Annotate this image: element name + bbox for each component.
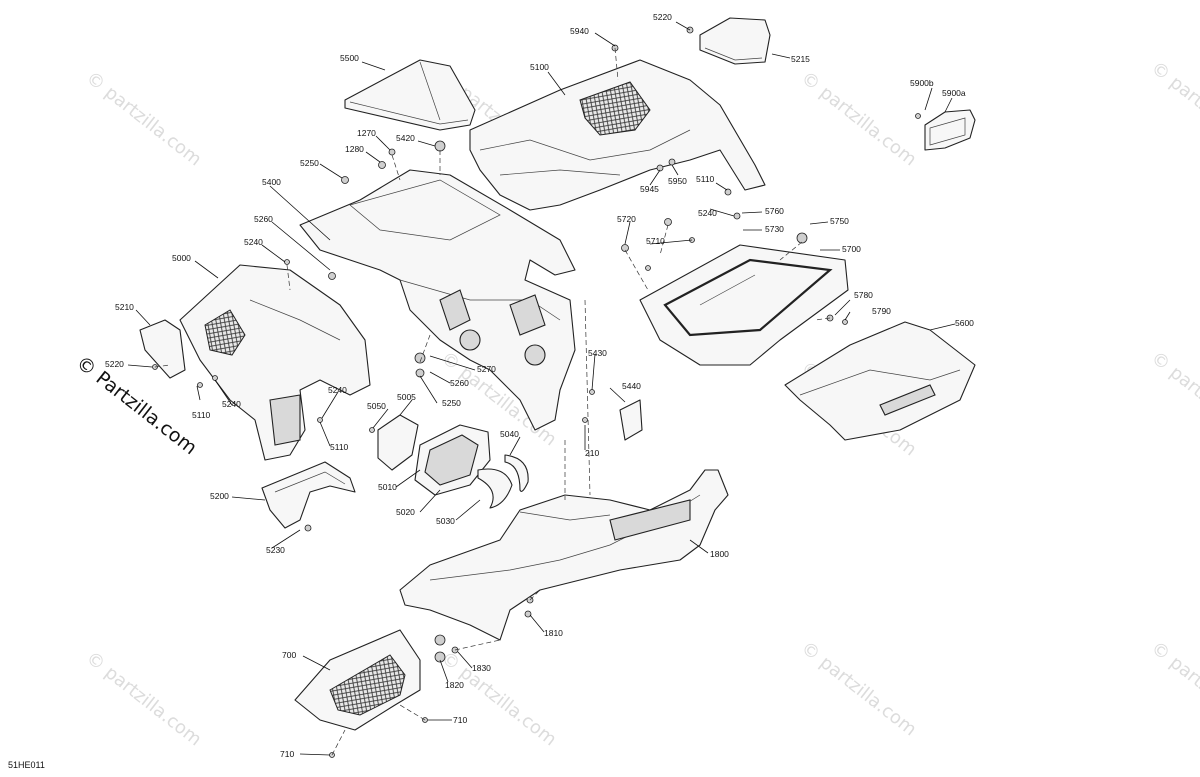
callout-5230[interactable]: 5230: [266, 545, 285, 555]
part-5400-main-frame[interactable]: [299, 169, 576, 431]
callout-5005[interactable]: 5005: [397, 392, 416, 402]
part-5700-storage-box[interactable]: [639, 244, 849, 366]
part-1800-floor-pan[interactable]: [399, 469, 729, 641]
callout-700[interactable]: 700: [282, 650, 296, 660]
part-700-lower-guard[interactable]: [294, 629, 421, 731]
callout-5900b[interactable]: 5900b: [910, 78, 934, 88]
callout-5900a[interactable]: 5900a: [942, 88, 966, 98]
callout-5400[interactable]: 5400: [262, 177, 281, 187]
callout-5240[interactable]: 5240: [222, 399, 241, 409]
part-labels: 5220 5940 5215 5500 5100 5900b 5900a 127…: [105, 12, 974, 759]
part-5215-side-cover[interactable]: [699, 17, 771, 65]
callout-1810[interactable]: 1810: [544, 628, 563, 638]
callout-5240[interactable]: 5240: [244, 237, 263, 247]
callout-710[interactable]: 710: [280, 749, 294, 759]
callout-5260[interactable]: 5260: [254, 214, 273, 224]
callout-5000[interactable]: 5000: [172, 253, 191, 263]
watermark: © partzilla.com: [797, 67, 920, 170]
leader-lines: [127, 21, 956, 756]
callout-5110[interactable]: 5110: [330, 442, 349, 452]
callout-1800[interactable]: 1800: [710, 549, 729, 559]
part-5200-grab-handle[interactable]: [261, 461, 356, 529]
part-5040-trim-ring[interactable]: [504, 454, 529, 492]
callout-5780[interactable]: 5780: [854, 290, 873, 300]
callout-5420[interactable]: 5420: [396, 133, 415, 143]
callout-5250[interactable]: 5250: [442, 398, 461, 408]
assembly-dash-lines: [154, 47, 831, 756]
callout-5700[interactable]: 5700: [842, 244, 861, 254]
callout-5020[interactable]: 5020: [396, 507, 415, 517]
part-5210-small-cover[interactable]: [139, 319, 186, 379]
callout-210[interactable]: 210: [585, 448, 599, 458]
callout-5010[interactable]: 5010: [378, 482, 397, 492]
callout-5030[interactable]: 5030: [436, 516, 455, 526]
watermark: © partzilla.com: [437, 647, 560, 750]
callout-5100[interactable]: 5100: [530, 62, 549, 72]
callout-5210[interactable]: 5210: [115, 302, 134, 312]
callout-5940[interactable]: 5940: [570, 26, 589, 36]
part-5900-reflector[interactable]: [924, 109, 976, 151]
callout-5720[interactable]: 5720: [617, 214, 636, 224]
callout-5790[interactable]: 5790: [872, 306, 891, 316]
callout-5240[interactable]: 5240: [328, 385, 347, 395]
callout-5240[interactable]: 5240: [698, 208, 717, 218]
watermark: © partzilla.com: [82, 67, 205, 170]
callout-5270[interactable]: 5270: [477, 364, 496, 374]
part-5600-storage-lid[interactable]: [784, 321, 976, 441]
callout-5110[interactable]: 5110: [192, 410, 211, 420]
callout-5110[interactable]: 5110: [696, 174, 715, 184]
callout-5500[interactable]: 5500: [340, 53, 359, 63]
callout-5440[interactable]: 5440: [622, 381, 641, 391]
callout-5430[interactable]: 5430: [588, 348, 607, 358]
callout-710[interactable]: 710: [453, 715, 467, 725]
part-5000-left-fender[interactable]: [179, 264, 371, 461]
callout-5710[interactable]: 5710: [646, 236, 665, 246]
part-5005-gauge-bracket[interactable]: [377, 414, 419, 471]
callout-5730[interactable]: 5730: [765, 224, 784, 234]
watermark: © partzilla.com: [1147, 57, 1200, 160]
callout-5220[interactable]: 5220: [653, 12, 672, 22]
callout-5760[interactable]: 5760: [765, 206, 784, 216]
part-5100-upper-fender[interactable]: [469, 59, 766, 211]
callout-5050[interactable]: 5050: [367, 401, 386, 411]
part-5030-trim-ring[interactable]: [477, 468, 513, 509]
callout-5950[interactable]: 5950: [668, 176, 687, 186]
part-5010-gauge-cluster[interactable]: [414, 424, 491, 496]
callout-5260[interactable]: 5260: [450, 378, 469, 388]
callout-5600[interactable]: 5600: [955, 318, 974, 328]
callout-1830[interactable]: 1830: [472, 663, 491, 673]
callout-5750[interactable]: 5750: [830, 216, 849, 226]
part-5500-top-panel[interactable]: [344, 59, 476, 131]
callout-1820[interactable]: 1820: [445, 680, 464, 690]
part-5440-clip[interactable]: [619, 399, 643, 441]
callout-5250[interactable]: 5250: [300, 158, 319, 168]
watermark: © partzilla.com: [1147, 637, 1200, 740]
callout-1280[interactable]: 1280: [345, 144, 364, 154]
watermark: © partzilla.com: [1147, 347, 1200, 450]
diagram-id: 51HE011: [8, 760, 45, 770]
callout-5040[interactable]: 5040: [500, 429, 519, 439]
watermark: © partzilla.com: [797, 637, 920, 740]
callout-5945[interactable]: 5945: [640, 184, 659, 194]
watermark: © partzilla.com: [82, 647, 205, 750]
callout-5215[interactable]: 5215: [791, 54, 810, 64]
callout-1270[interactable]: 1270: [357, 128, 376, 138]
callout-5220[interactable]: 5220: [105, 359, 124, 369]
callout-5200[interactable]: 5200: [210, 491, 229, 501]
